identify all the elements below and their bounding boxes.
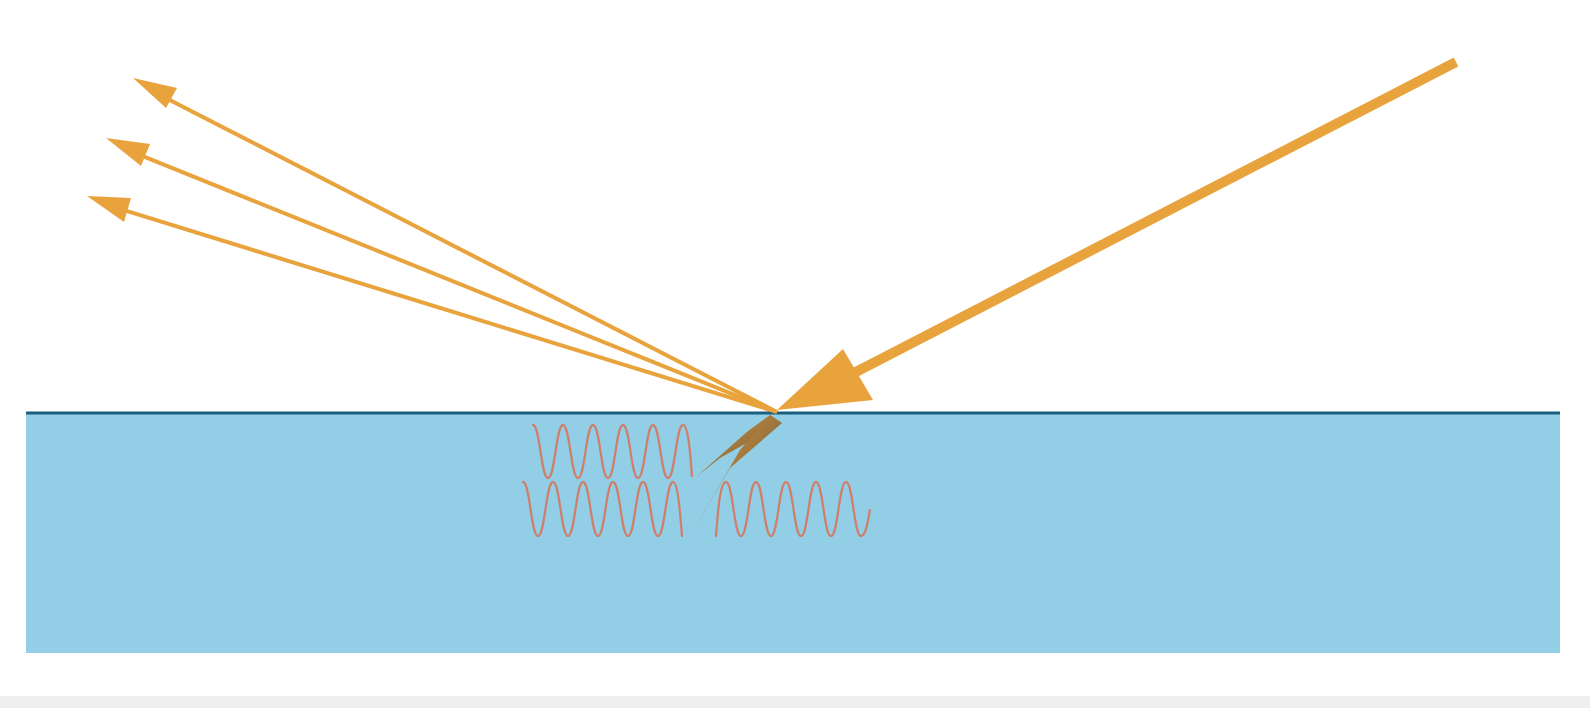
medium-body [26,413,1560,653]
incident-ray [777,57,1459,410]
wave-lower-right [714,480,872,538]
reflected-ray-3-arrowhead [87,196,131,222]
penetrating-beam [690,415,782,536]
wave-group [521,423,872,538]
incident-ray-shaft [847,57,1459,380]
beam-spike-lower [690,415,782,536]
wave-lower-left [521,480,684,538]
bottom-strip [0,696,1590,708]
reflected-ray-1-arrowhead [133,78,177,108]
reflected-ray-3 [116,206,778,414]
reflected-ray-2-arrowhead [106,138,150,166]
wave-upper [531,423,694,480]
reflected-ray-1 [159,93,778,414]
reflected-rays [87,78,778,414]
incident-ray-arrowhead [777,349,873,410]
reflected-ray-2 [134,151,778,414]
